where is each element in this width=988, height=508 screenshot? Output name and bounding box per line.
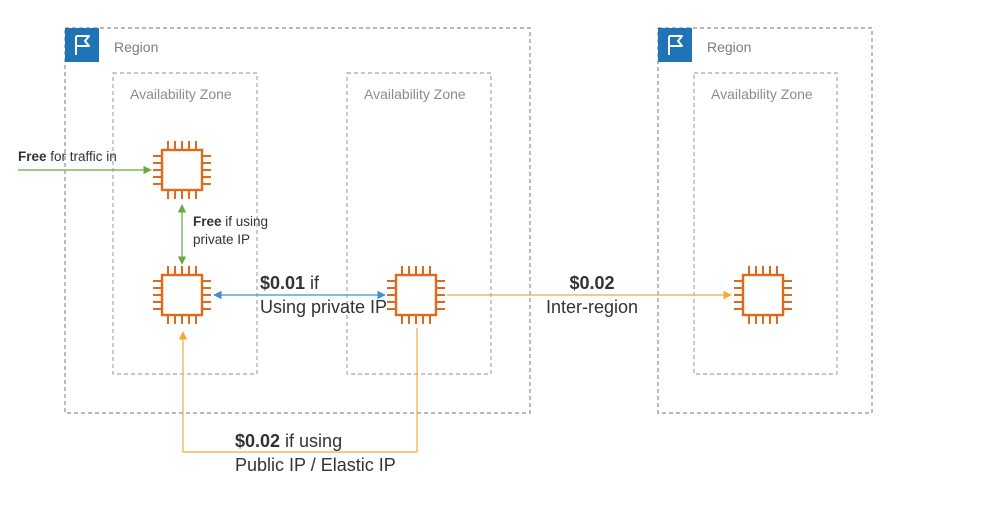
az-box-3 xyxy=(693,72,838,375)
public-ip-note: $0.02 if using Public IP / Elastic IP xyxy=(235,429,396,478)
private-same-az-line2: private IP xyxy=(193,232,251,248)
private-cross-az-note: $0.01 if Using private IP xyxy=(260,271,387,320)
ec2-instance-icon xyxy=(385,264,447,326)
traffic-in-text: for traffic in xyxy=(46,149,117,164)
public-ip-arrow xyxy=(178,328,418,453)
ec2-instance-icon xyxy=(151,139,213,201)
region-label-2: Region xyxy=(707,39,752,55)
traffic-in-note: Free for traffic in xyxy=(18,148,117,166)
az-box-2 xyxy=(346,72,492,375)
public-ip-text: if using xyxy=(280,431,343,451)
inter-region-bold: $0.02 xyxy=(569,273,615,293)
region-label-1: Region xyxy=(114,39,159,55)
az-label-3: Availability Zone xyxy=(711,86,813,102)
ec2-instance-icon xyxy=(732,264,794,326)
private-same-az-text: if using xyxy=(221,214,269,229)
inter-region-line2: Inter-region xyxy=(545,297,639,318)
private-same-az-note: Free if using private IP xyxy=(193,213,268,249)
region-box-1 xyxy=(64,27,531,414)
private-same-az-bold: Free xyxy=(193,214,222,229)
traffic-in-bold: Free xyxy=(18,149,47,164)
flag-icon xyxy=(64,27,100,63)
az-label-1: Availability Zone xyxy=(130,86,232,102)
private-cross-az-bold: $0.01 xyxy=(260,273,306,293)
public-ip-bold: $0.02 xyxy=(235,431,281,451)
region-box-2 xyxy=(657,27,873,414)
private-cross-az-text: if xyxy=(305,273,320,293)
inter-region-note: $0.02 Inter-region xyxy=(540,271,644,320)
az-label-2: Availability Zone xyxy=(364,86,466,102)
flag-icon xyxy=(657,27,693,63)
az-box-1 xyxy=(112,72,258,375)
public-ip-line2: Public IP / Elastic IP xyxy=(235,455,396,476)
ec2-instance-icon xyxy=(151,264,213,326)
private-cross-az-line2: Using private IP xyxy=(260,297,388,318)
